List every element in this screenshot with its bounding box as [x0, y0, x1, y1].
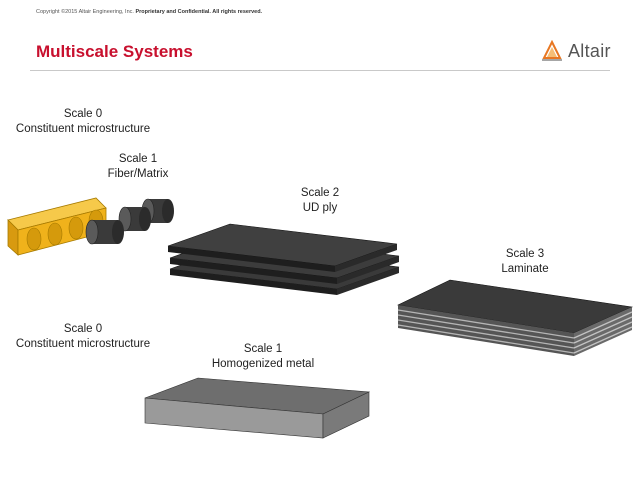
ply-sheet: [167, 223, 398, 272]
homogenized-metal-block: [144, 377, 371, 439]
label-composite-scale0: Scale 0 Constituent microstructure: [15, 108, 151, 135]
copyright-text: Copyright ©2015 Altair Engineering, Inc.: [36, 9, 136, 15]
ud-ply-stack: [167, 223, 400, 295]
fiber-cylinders: [85, 198, 174, 245]
title-divider: [30, 70, 610, 71]
label-composite-scale3: Scale 3 Laminate: [501, 248, 549, 275]
copyright-bold-text: Proprietary and Confidential. All rights…: [135, 9, 263, 15]
slide-title: Multiscale Systems: [36, 42, 193, 61]
logo-text: Altair: [568, 41, 611, 61]
label-metal-scale0: Scale 0 Constituent microstructure: [15, 323, 151, 350]
label-composite-scale1: Scale 1 Fiber/Matrix: [107, 153, 169, 180]
laminate-block: [397, 279, 634, 356]
fiber: [85, 219, 124, 245]
fiber: [118, 206, 151, 232]
label-composite-scale2: Scale 2 UD ply: [300, 187, 340, 214]
altair-logo-icon: [542, 40, 562, 61]
copyright-notice: Copyright ©2015 Altair Engineering, Inc.…: [36, 9, 262, 15]
label-metal-scale1: Scale 1 Homogenized metal: [211, 343, 315, 370]
